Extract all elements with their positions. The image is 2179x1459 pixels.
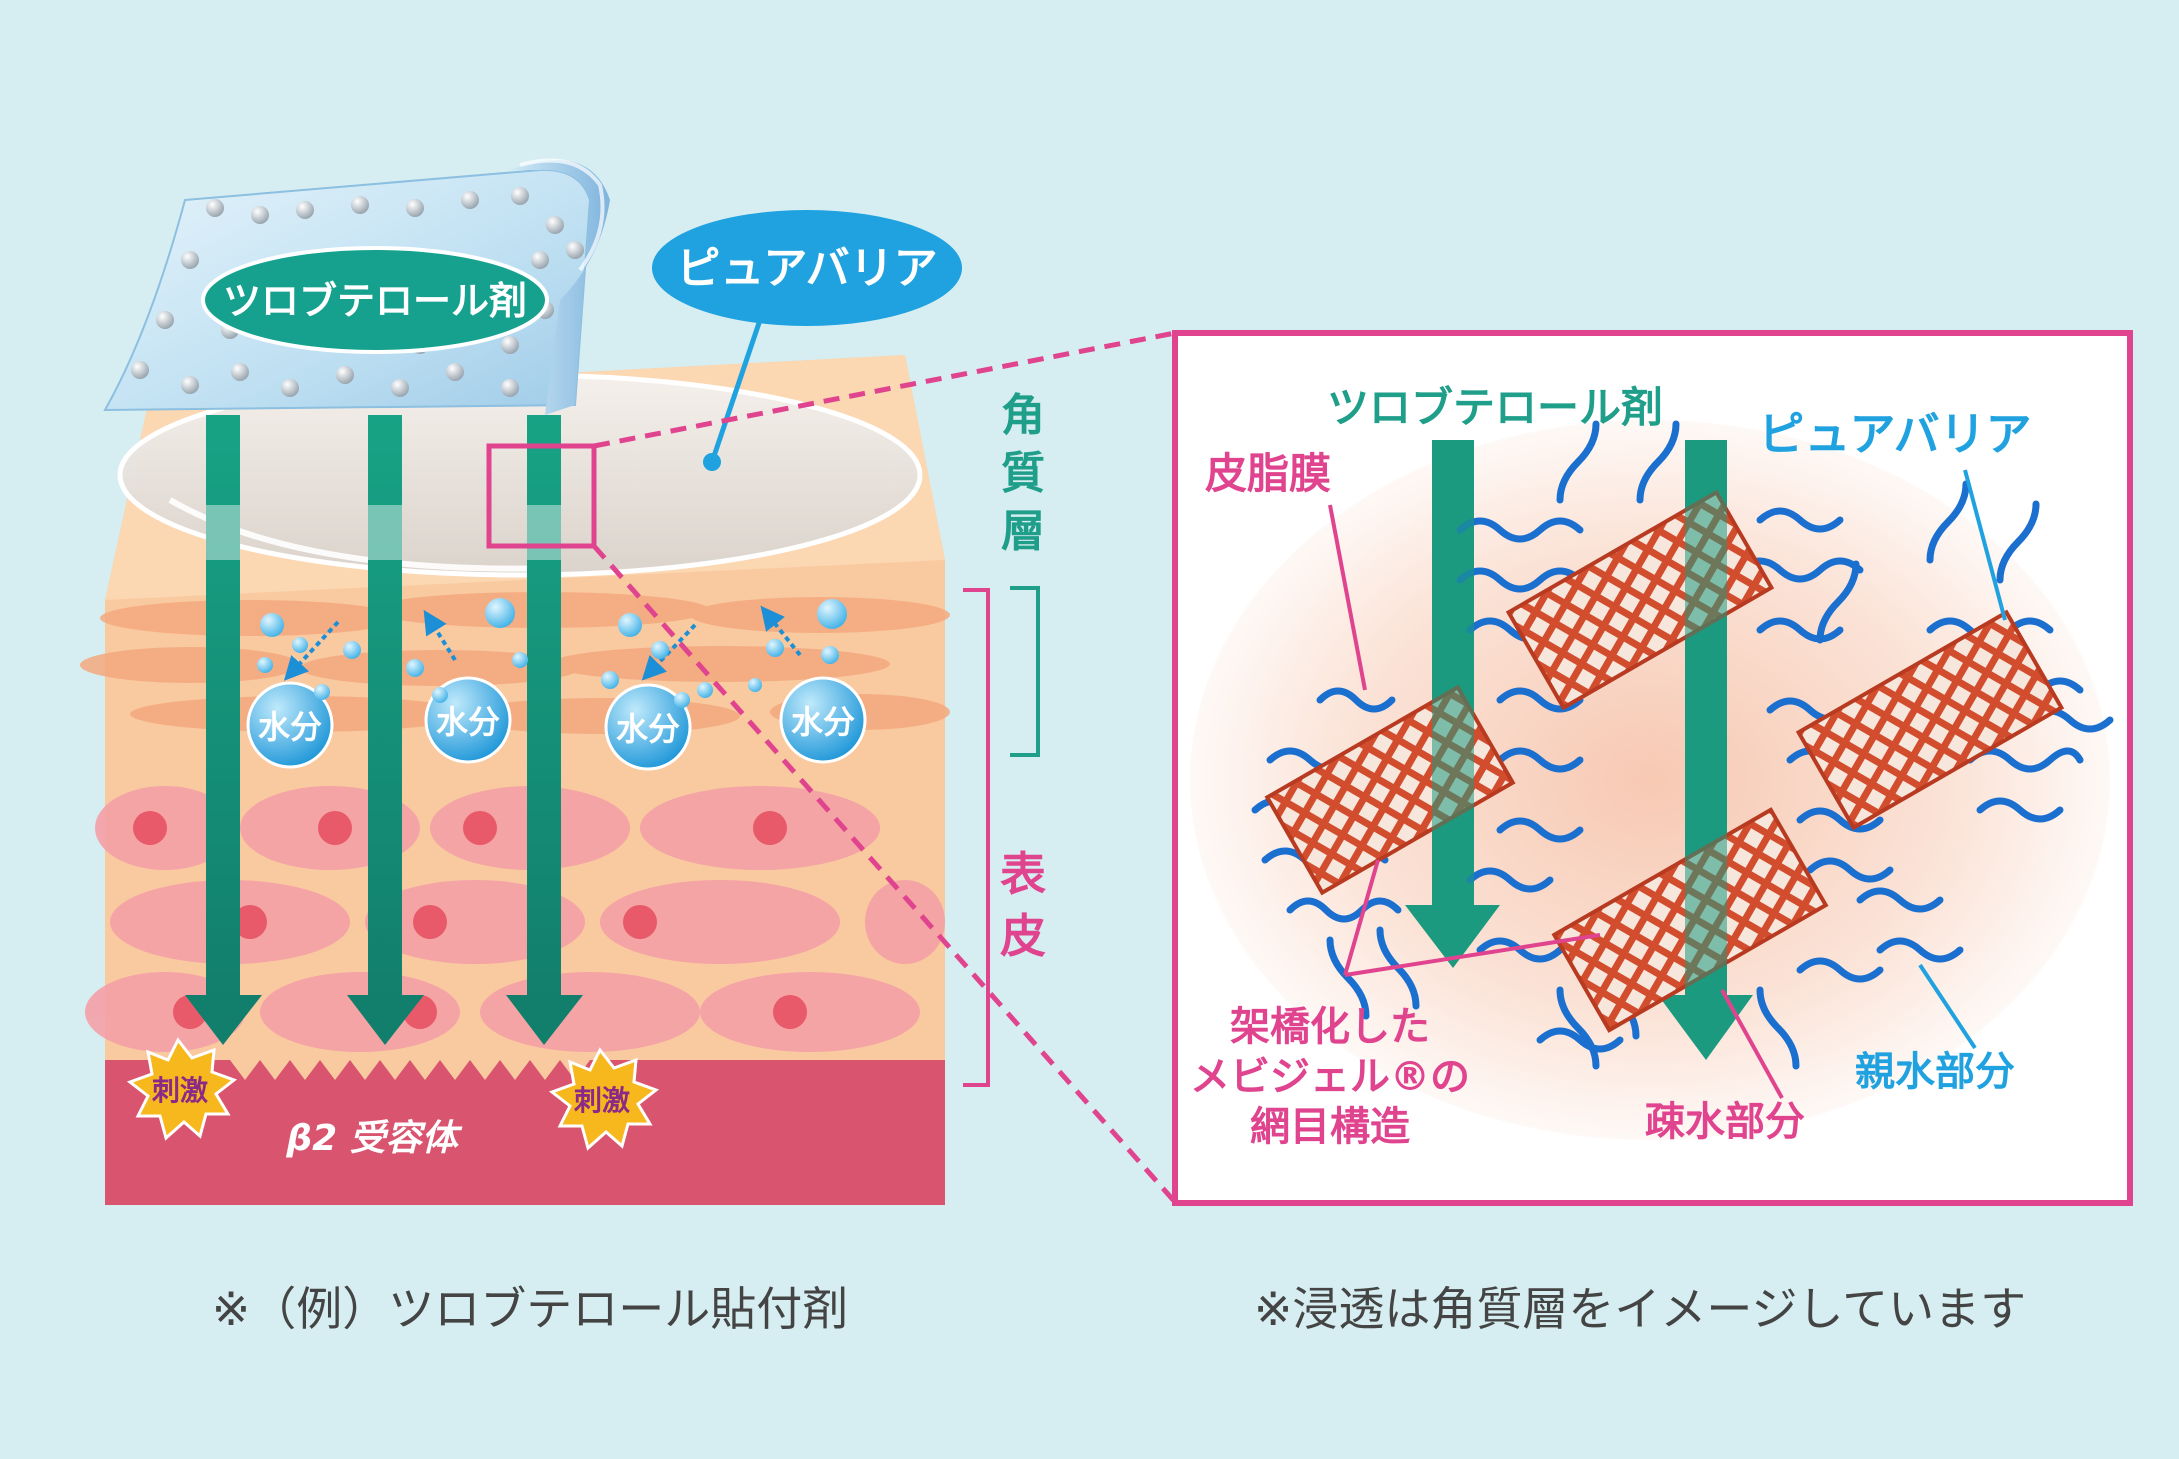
stimulus-burst: 刺激	[548, 1047, 660, 1151]
zoom-panel: ツロブテロール剤 ピュアバリア 皮脂膜 架橋化した メビジェル®の 網目構造 疎…	[1172, 330, 2133, 1206]
stimulus-label: 刺激	[574, 1084, 630, 1117]
pure-barrier-gel	[117, 372, 923, 578]
water-label: 水分	[791, 703, 855, 741]
small-bubbles	[257, 598, 847, 708]
stratum-corneum-char: 層	[1001, 506, 1045, 557]
right-caption: ※浸透は角質層をイメージしています	[1254, 1282, 2026, 1336]
crosslink-label-line: 網目構造	[1250, 1104, 1410, 1150]
patch-label: ツロブテロール剤	[223, 279, 527, 323]
stratum-corneum-label: 角 質 層	[1001, 390, 1045, 557]
water-label: 水分	[616, 710, 680, 748]
hydrophilic-chains	[1251, 420, 2114, 1070]
barrier-label-bubble	[652, 210, 962, 326]
barrier-leader	[1963, 469, 2007, 621]
left-caption: ※（例）ツロブテロール貼付剤	[212, 1282, 849, 1336]
zoom-barrier-label: ピュアバリア	[1758, 407, 2031, 461]
epidermis-bracket	[963, 588, 990, 1087]
zoom-connector-top	[593, 330, 1176, 449]
epidermis-char: 皮	[1000, 909, 1046, 963]
barrier-callout: ピュアバリア	[652, 210, 962, 471]
crosslink-leader	[1344, 933, 1601, 977]
crosslink-label: 架橋化した メビジェル®の 網目構造	[1190, 1004, 1470, 1150]
hydrophilic-label: 親水部分	[1855, 1049, 2015, 1095]
mesh-patch	[1795, 609, 2065, 831]
stratum-corneum-char: 質	[1001, 448, 1045, 499]
water-label: 水分	[258, 708, 322, 746]
drug-patch: ツロブテロール剤	[103, 158, 610, 415]
patch-label-bubble	[201, 246, 549, 354]
crosslink-leader	[1343, 859, 1380, 976]
hydrophobic-leader	[1720, 989, 1784, 1099]
stratum-corneum-bracket	[1010, 586, 1040, 757]
crosslink-label-line: メビジェル®の	[1190, 1054, 1470, 1100]
stimulus-label: 刺激	[152, 1074, 208, 1107]
magnify-box	[486, 443, 597, 549]
hydrophilic-leader	[1918, 963, 1977, 1050]
epidermis-char: 表	[1000, 847, 1046, 901]
sebum-glow	[1190, 420, 2110, 1140]
epidermis-label: 表 皮	[1000, 847, 1046, 963]
sebum-label: 皮脂膜	[1205, 449, 1331, 498]
sebum-leader	[1328, 504, 1367, 691]
water-droplet: 水分	[604, 623, 697, 771]
water-droplet: 水分	[423, 609, 512, 764]
water-label: 水分	[436, 703, 500, 741]
hydrophobic-label: 疎水部分	[1645, 1099, 1805, 1145]
zoom-connector-bottom	[592, 544, 1177, 1204]
water-droplets: 水分 水分 水分 水分	[246, 598, 867, 771]
zoom-drug-label: ツロブテロール剤	[1327, 383, 1663, 432]
crosslink-label-line: 架橋化した	[1230, 1004, 1430, 1050]
water-droplet: 水分	[246, 620, 340, 769]
stratum-corneum-char: 角	[1001, 390, 1045, 441]
barrier-label: ピュアバリア	[676, 243, 937, 294]
receptor-label: β2 受容体	[285, 1118, 462, 1159]
water-droplet: 水分	[760, 605, 867, 764]
penetration-arrows	[185, 415, 583, 1045]
stimulus-burst: 刺激	[126, 1037, 238, 1141]
